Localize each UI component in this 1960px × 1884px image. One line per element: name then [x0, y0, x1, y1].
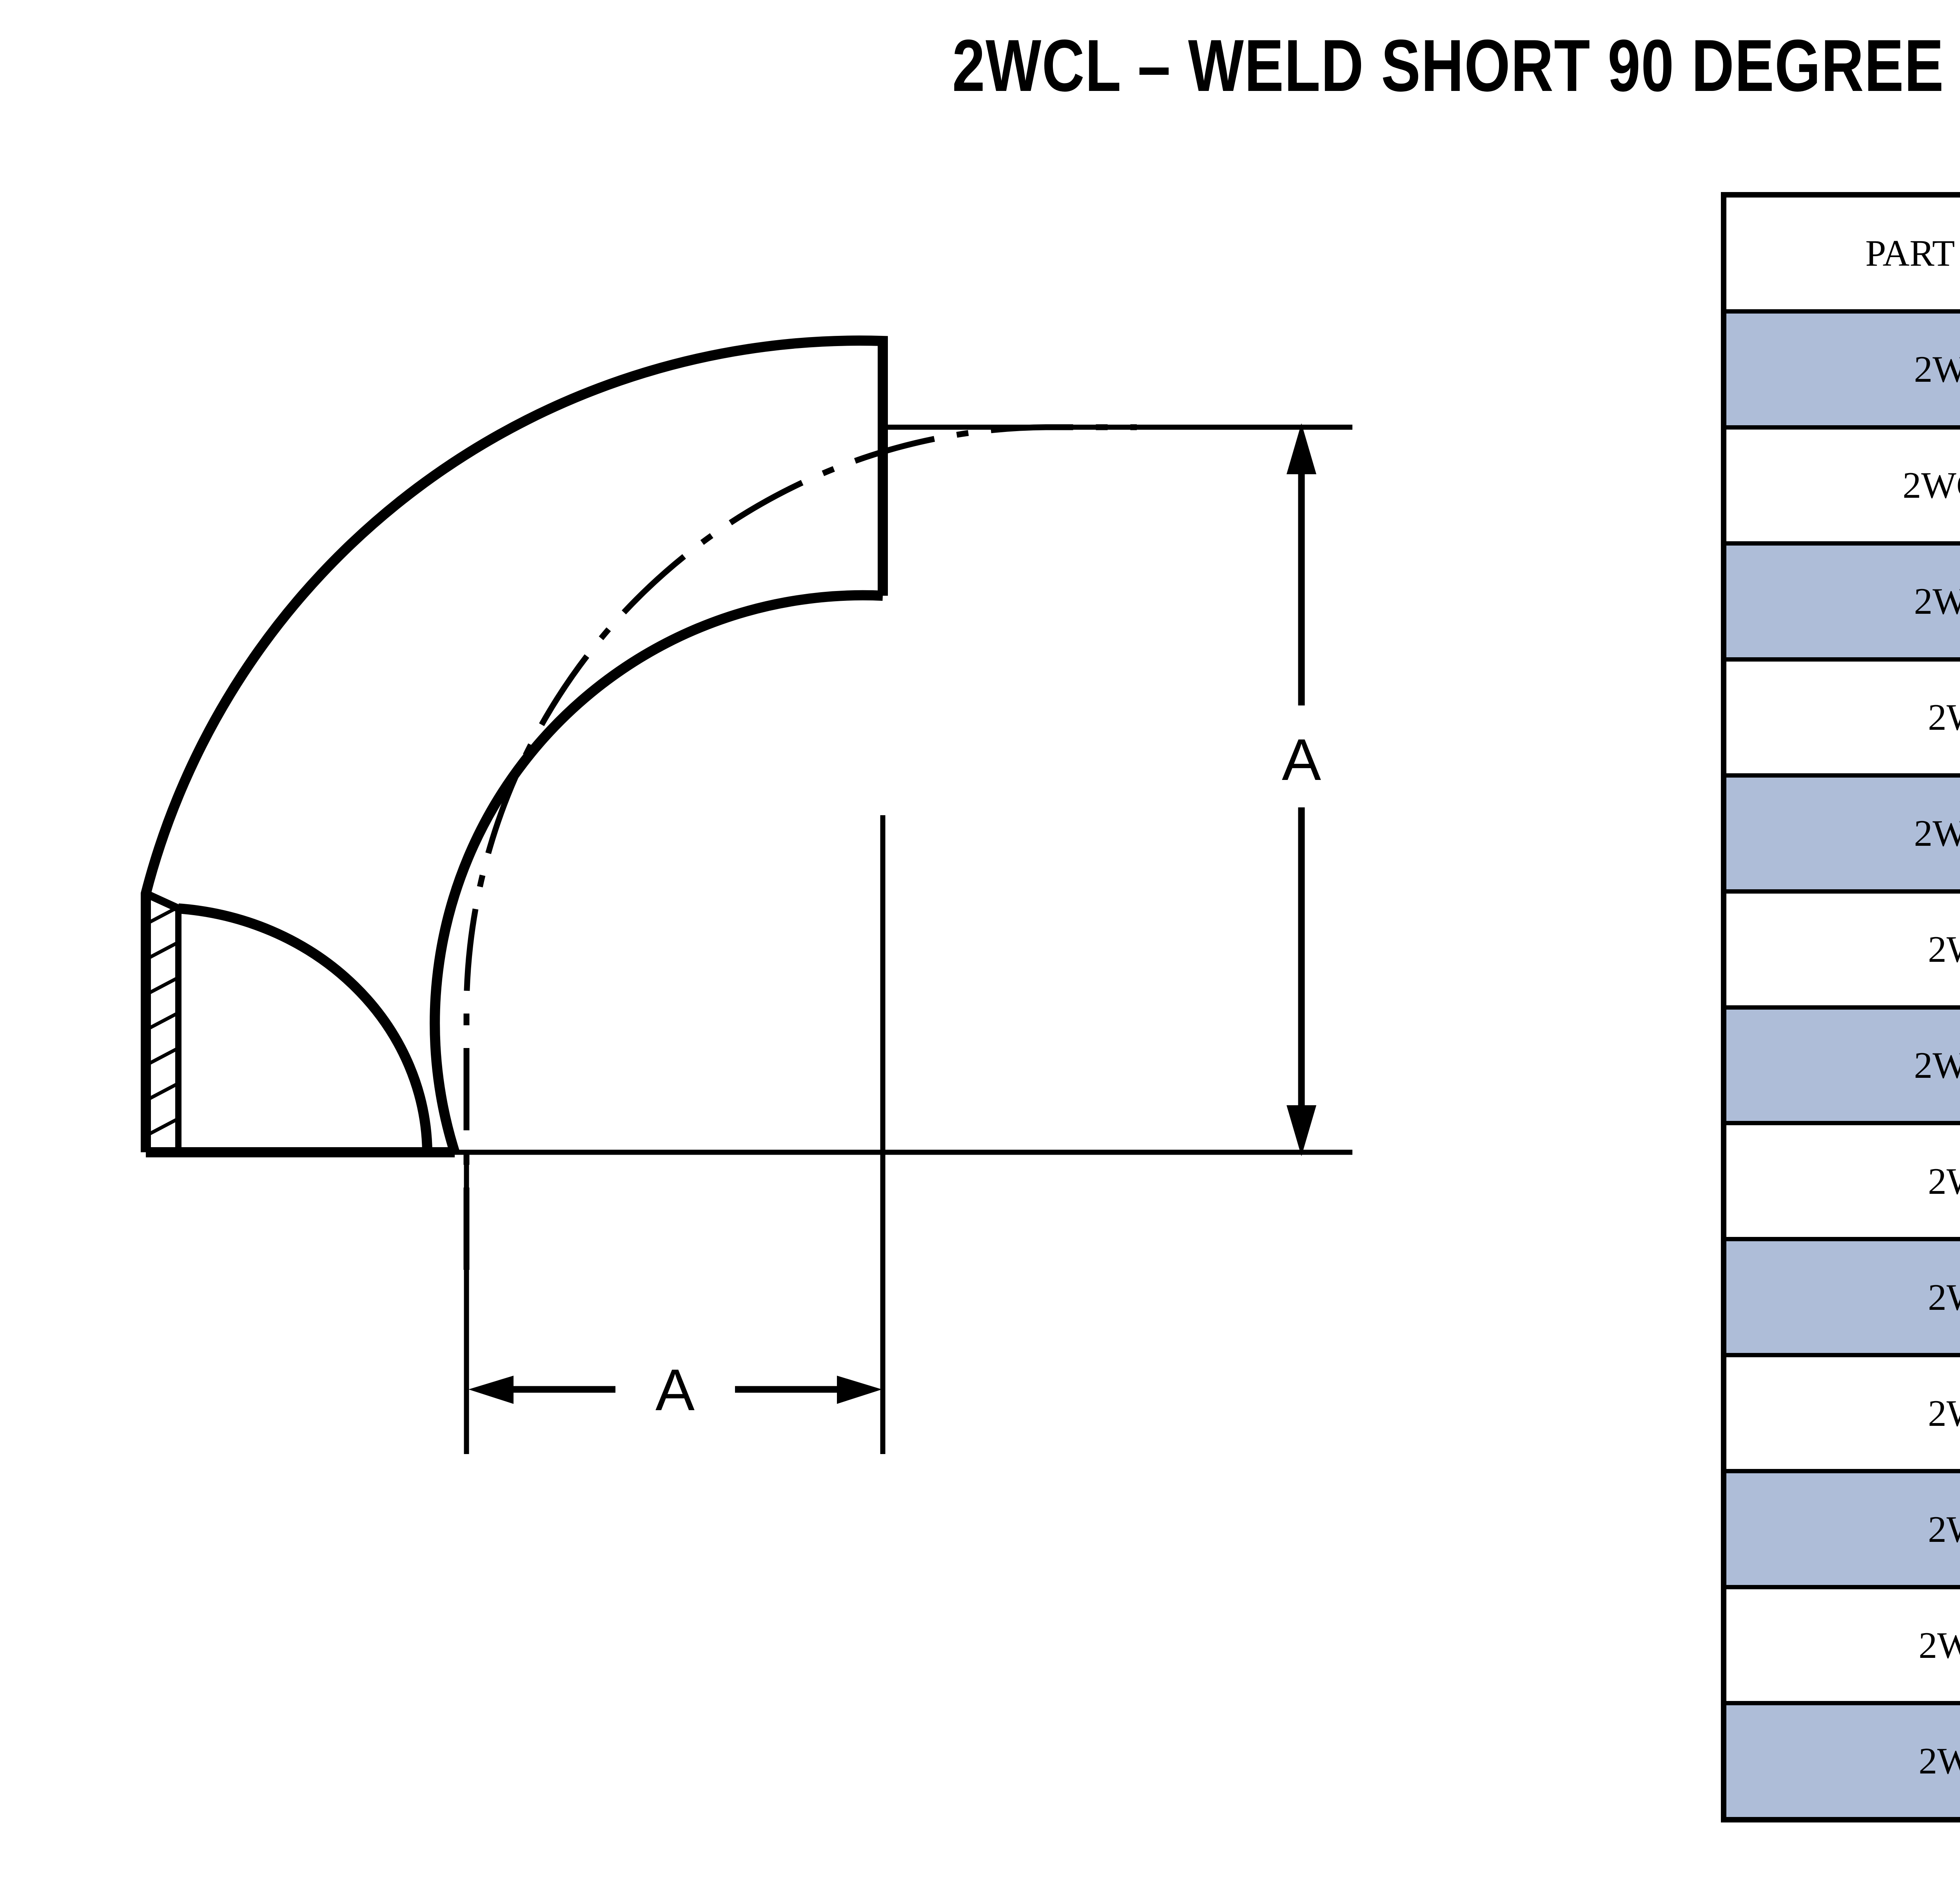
column-header-part-number: PART NUMBER: [1726, 198, 1960, 312]
elbow-outer-contour: [141, 335, 888, 1152]
table-head: PART NUMBER SIZE (inches) A (inches): [1726, 198, 1960, 312]
table-row: 2WCL-.753/41.125: [1726, 541, 1960, 660]
table-row: 2WCL-.501/2.750: [1726, 309, 1960, 428]
arrowhead-left: [468, 1376, 514, 1404]
arrowhead-right: [837, 1376, 882, 1404]
cell-part-number: 2WCL-8: [1726, 1469, 1960, 1587]
header-text-part-number: PART NUMBER: [1865, 232, 1960, 274]
spec-table-element: PART NUMBER SIZE (inches) A (inches) 2WC…: [1726, 198, 1960, 1817]
wall-hatching: [146, 894, 178, 1152]
cell-part-number: 2WCL-3: [1726, 1121, 1960, 1239]
arrowhead-down: [1287, 1105, 1316, 1156]
page-title: 2WCL – WELD SHORT 90 DEGREE ELBOW: [952, 24, 1960, 107]
elbow-drawing-svg: A A: [141, 335, 1352, 1454]
table-row: 2WCL-.50L1/21.125: [1726, 425, 1960, 544]
cell-part-number: 2WCL-2.5: [1726, 1005, 1960, 1123]
cell-part-number: 2WCL-12: [1726, 1701, 1960, 1817]
table-body: 2WCL-.501/2.7502WCL-.50L1/21.1252WCL-.75…: [1726, 309, 1960, 1817]
dimension-a-horizontal-label: A: [655, 1357, 695, 1423]
table-row: 2WCL-2.52-1/23.750: [1726, 1005, 1960, 1123]
table-row: 2WCL-8812.000: [1726, 1469, 1960, 1587]
cell-part-number: 2WCL-.50: [1726, 309, 1960, 428]
dimension-a-vertical: A: [1282, 423, 1321, 1156]
table-row: 2WCL-669.000: [1726, 1353, 1960, 1471]
cell-part-number: 2WCL-.50L: [1726, 425, 1960, 544]
elbow-bore-opening: [178, 903, 432, 1153]
elbow-wall-top-edge: [144, 890, 180, 912]
table-row: 2WCL-223.000: [1726, 889, 1960, 1008]
cell-part-number: 2WCL-.75: [1726, 541, 1960, 660]
cell-part-number: 2WCL-1.5: [1726, 773, 1960, 892]
cell-part-number: 2WCL-1: [1726, 657, 1960, 776]
arrowhead-up: [1287, 423, 1316, 474]
cell-part-number: 2WCL-6: [1726, 1353, 1960, 1471]
table-row: 2WCL-334.500: [1726, 1121, 1960, 1239]
table-row: 2WCL-1.51-1/22.250: [1726, 773, 1960, 892]
table-row: 2WCL-121218.000: [1726, 1701, 1960, 1817]
elbow-inner-contour: [430, 590, 883, 1154]
cell-part-number: 2WCL-2: [1726, 889, 1960, 1008]
table-row: 2WCL-111.500: [1726, 657, 1960, 776]
cell-part-number: 2WCL-4: [1726, 1237, 1960, 1355]
table-row: 2WCL-101015.000: [1726, 1585, 1960, 1703]
centerline-arc: [463, 424, 1137, 1270]
table-row: 2WCL-446.000: [1726, 1237, 1960, 1355]
elbow-technical-drawing: A A: [0, 188, 1686, 1521]
table-header-row: PART NUMBER SIZE (inches) A (inches): [1726, 198, 1960, 312]
dimension-a-horizontal: A: [468, 1357, 882, 1423]
dimension-a-vertical-label: A: [1282, 727, 1321, 792]
cell-part-number: 2WCL-10: [1726, 1585, 1960, 1703]
specifications-table: PART NUMBER SIZE (inches) A (inches) 2WC…: [1721, 192, 1960, 1822]
